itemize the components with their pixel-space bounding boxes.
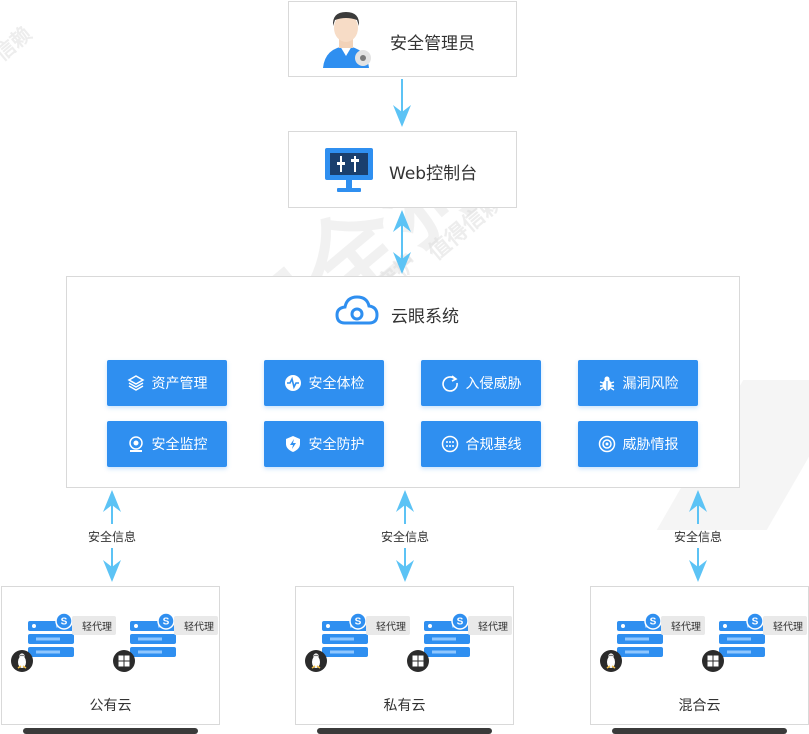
svg-text:S: S (61, 617, 68, 628)
refresh-icon (441, 375, 458, 392)
svg-text:S: S (355, 617, 362, 628)
module-label: 合规基线 (465, 437, 522, 453)
svg-text:S: S (457, 617, 464, 628)
dial-icon (441, 435, 458, 453)
arrow-up-icon (103, 490, 121, 524)
shield-icon (285, 436, 300, 452)
module-security-monitoring[interactable]: 安全监控 (107, 421, 227, 467)
windows-server-icon: S (407, 613, 470, 672)
layers-icon (126, 375, 145, 391)
cloud-environment-box: S 轻代理 S 轻代理私有云 (295, 586, 514, 725)
arrow-down-icon (689, 548, 707, 582)
module-vulnerability-risk[interactable]: 漏洞风险 (578, 360, 698, 406)
system-box: 云眼系统 资产管理 安全体检 入侵威胁 漏洞风险 安全监控 安全防护 合规基线 … (66, 276, 740, 488)
security-info-label: 安全信息 (380, 530, 429, 544)
light-proxy-tag: 轻代理 (468, 616, 512, 635)
module-label: 安全体检 (308, 376, 365, 392)
svg-text:S: S (650, 617, 657, 628)
admin-avatar-icon (323, 12, 371, 68)
module-label: 安全监控 (151, 437, 208, 453)
cloud-label: 混合云 (678, 698, 721, 714)
cloud-base-bar (612, 728, 787, 734)
cloud-label: 私有云 (383, 698, 426, 714)
cloud-label: 公有云 (89, 698, 132, 714)
arrow-bidirectional-icon (393, 210, 411, 274)
camera-icon (128, 436, 143, 452)
module-intrusion-threat[interactable]: 入侵威胁 (421, 360, 541, 406)
module-label: 威胁情报 (622, 437, 679, 453)
bug-icon (599, 376, 614, 391)
windows-server-icon: S (113, 613, 176, 672)
module-security-check[interactable]: 安全体检 (264, 360, 384, 406)
module-label: 入侵威胁 (465, 376, 522, 392)
radar-icon (598, 435, 615, 453)
watermark-slogan: 信赖 (0, 21, 36, 66)
svg-text:S: S (752, 617, 759, 628)
arrow-down-icon (103, 548, 121, 582)
system-title: 云眼系统 (391, 307, 459, 327)
cloud-eye-icon (335, 295, 379, 325)
cloud-base-bar (317, 728, 492, 734)
arrow-up-icon (396, 490, 414, 524)
web-console-box: Web控制台 (288, 131, 517, 208)
light-proxy-tag: 轻代理 (72, 616, 116, 635)
heartbeat-icon (284, 375, 301, 391)
light-proxy-tag: 轻代理 (174, 616, 218, 635)
linux-server-icon: S (11, 613, 74, 672)
module-asset-management[interactable]: 资产管理 (107, 360, 227, 406)
web-console-label: Web控制台 (389, 164, 478, 184)
arrow-down-icon (393, 79, 411, 127)
arrow-down-icon (396, 548, 414, 582)
monitor-icon (325, 148, 373, 192)
light-proxy-tag: 轻代理 (366, 616, 410, 635)
admin-label: 安全管理员 (390, 34, 475, 54)
cloud-environment-box: S 轻代理 S 轻代理混合云 (590, 586, 809, 725)
admin-box: 安全管理员 (288, 1, 517, 77)
svg-text:S: S (163, 617, 170, 628)
windows-server-icon: S (702, 613, 765, 672)
light-proxy-tag: 轻代理 (763, 616, 807, 635)
module-label: 漏洞风险 (622, 376, 679, 392)
module-label: 资产管理 (151, 376, 208, 392)
module-security-protection[interactable]: 安全防护 (264, 421, 384, 467)
security-info-label: 安全信息 (673, 530, 722, 544)
light-proxy-tag: 轻代理 (661, 616, 705, 635)
linux-server-icon: S (600, 613, 663, 672)
module-compliance-baseline[interactable]: 合规基线 (421, 421, 541, 467)
linux-server-icon: S (305, 613, 368, 672)
module-threat-intelligence[interactable]: 威胁情报 (578, 421, 698, 467)
cloud-base-bar (23, 728, 198, 734)
security-info-label: 安全信息 (87, 530, 136, 544)
cloud-environment-box: S 轻代理 S 轻代理公有云 (1, 586, 220, 725)
module-label: 安全防护 (308, 437, 365, 453)
arrow-up-icon (689, 490, 707, 524)
